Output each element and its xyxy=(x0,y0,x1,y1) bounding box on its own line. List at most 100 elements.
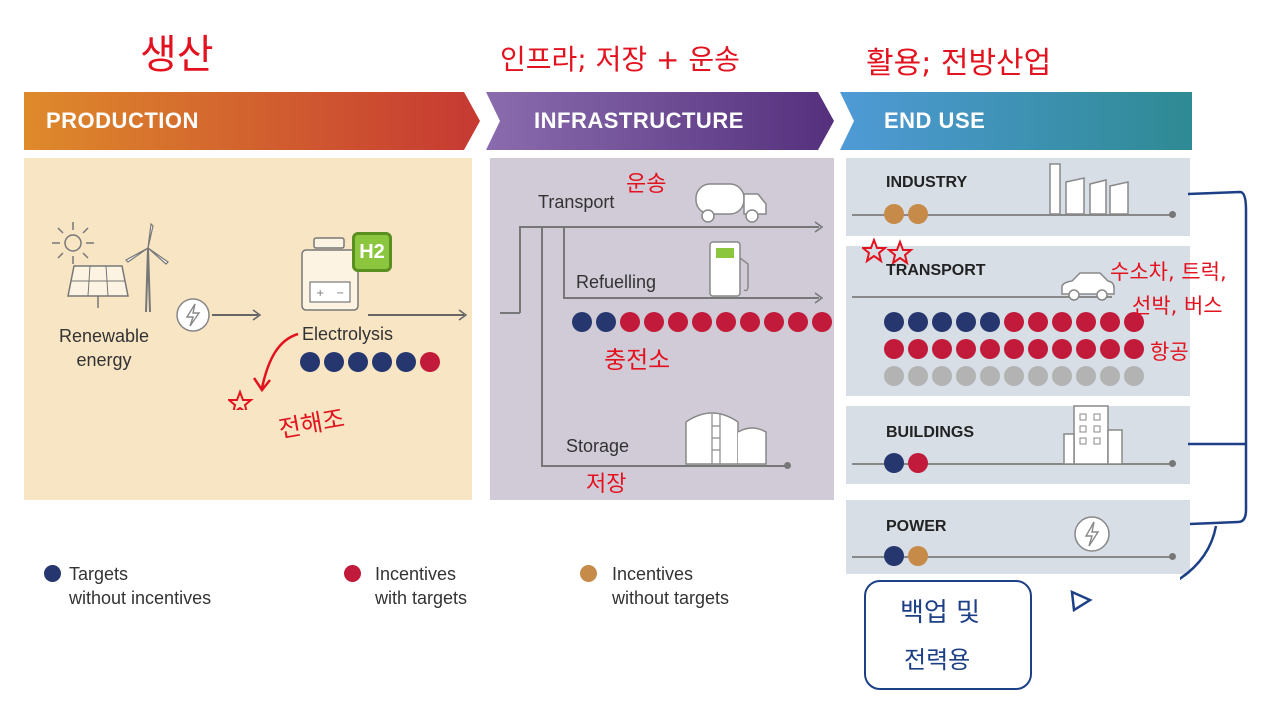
infra-storage-line xyxy=(541,465,787,467)
renewable-label-line1: Renewable xyxy=(58,326,150,346)
policy-dot-targets xyxy=(372,352,392,372)
buildings-dots xyxy=(884,453,928,473)
storage-line-end-dot xyxy=(784,462,791,469)
policy-dot-incentives-with-targets xyxy=(716,312,736,332)
arrowhead-icon xyxy=(814,221,824,233)
policy-dot-targets xyxy=(324,352,344,372)
policy-dot-targets xyxy=(884,312,904,332)
policy-dot-neutral xyxy=(956,366,976,386)
policy-dot-incentives-with-targets xyxy=(812,312,832,332)
factory-icon xyxy=(1049,163,1129,215)
legend-dot-incentives-without-targets xyxy=(580,565,597,582)
solar-panel-icon xyxy=(67,265,129,308)
policy-dot-targets xyxy=(596,312,616,332)
policy-dot-incentives-with-targets xyxy=(788,312,808,332)
h2-badge: H2 xyxy=(352,232,392,272)
policy-dot-targets xyxy=(572,312,592,332)
renewable-label-line2: energy xyxy=(76,350,132,370)
end-use-banner: END USE xyxy=(840,92,1192,150)
policy-dot-incentives-with-targets xyxy=(1124,339,1144,359)
handwritten-transport-end-note-3: 항공 xyxy=(1150,340,1189,364)
infra-vertical-line-1 xyxy=(519,226,521,313)
policy-dot-incentives-with-targets xyxy=(884,339,904,359)
policy-dot-incentives-with-targets xyxy=(1004,339,1024,359)
infra-vertical-line-3 xyxy=(563,226,565,298)
legend-iwot-line1: Incentives xyxy=(612,564,694,584)
policy-dot-targets xyxy=(932,312,952,332)
policy-dot-incentives-with-targets xyxy=(1076,312,1096,332)
infra-transport-line xyxy=(519,226,819,228)
industry-line-end-dot xyxy=(1169,211,1176,218)
policy-dot-neutral xyxy=(884,366,904,386)
power-label: POWER xyxy=(886,518,947,535)
car-icon xyxy=(1061,272,1115,301)
handwritten-bracket-note-1: 백업 및 xyxy=(900,598,981,628)
legend-text-incentives-with-targets: Incentives with targets xyxy=(375,562,575,610)
svg-text:−: − xyxy=(336,288,344,299)
policy-dot-neutral xyxy=(932,366,952,386)
policy-dot-incentives-with-targets xyxy=(956,339,976,359)
policy-dot-incentives-with-targets xyxy=(764,312,784,332)
tanker-truck-icon xyxy=(695,183,767,223)
arrowhead-icon xyxy=(814,292,824,304)
policy-dot-incentives-with-targets xyxy=(980,339,1000,359)
handwritten-refuelling-note: 충전소 xyxy=(604,346,671,374)
transport-end-label: TRANSPORT xyxy=(886,262,986,279)
buildings-label: BUILDINGS xyxy=(886,424,974,441)
policy-dot-neutral xyxy=(908,366,928,386)
handwritten-stars-icon xyxy=(862,238,914,266)
handwritten-arrowhead-icon xyxy=(1070,589,1093,613)
policy-dot-neutral xyxy=(1124,366,1144,386)
end-use-title: END USE xyxy=(884,108,986,133)
policy-dot-neutral xyxy=(1028,366,1048,386)
handwritten-transport-note: 운송 xyxy=(626,172,667,197)
industry-label: INDUSTRY xyxy=(886,174,968,191)
legend-text-incentives-without-targets: Incentives without targets xyxy=(612,562,812,610)
policy-dot-neutral xyxy=(980,366,1000,386)
renewable-energy-label: Renewable energy xyxy=(48,324,160,372)
policy-dot-incentives-without-targets xyxy=(908,546,928,566)
policy-dot-neutral xyxy=(1076,366,1096,386)
h2-badge-text: H2 xyxy=(359,241,385,263)
production-banner-arrow xyxy=(24,92,480,150)
policy-dot-incentives-with-targets xyxy=(1124,312,1144,332)
handwritten-bracket-note-2: 전력용 xyxy=(904,646,971,674)
transport-dots-row-1 xyxy=(884,312,1144,332)
policy-dot-neutral xyxy=(1100,366,1120,386)
legend-targets-line2: without incentives xyxy=(69,588,212,608)
legend-iwt-line1: Incentives xyxy=(375,564,457,584)
infra-entry-line xyxy=(500,312,520,314)
storage-tank-icon xyxy=(685,412,767,465)
legend-targets-line1: Targets xyxy=(69,564,129,584)
industry-dots xyxy=(884,204,928,224)
end-use-banner-arrow xyxy=(840,92,1192,150)
policy-dot-neutral xyxy=(1004,366,1024,386)
power-dots xyxy=(884,546,928,566)
policy-dot-targets xyxy=(396,352,416,372)
policy-dot-neutral xyxy=(1052,366,1072,386)
buildings-row xyxy=(846,406,1190,484)
transport-label: Transport xyxy=(538,192,615,212)
power-symbol-icon xyxy=(1074,516,1110,552)
handwritten-end-use-note: 활용; 전방산업 xyxy=(866,46,1052,81)
production-banner: PRODUCTION xyxy=(24,92,480,150)
policy-dot-targets xyxy=(300,352,320,372)
infra-refuelling-line xyxy=(563,297,819,299)
handwritten-infrastructure-note: 인프라; 저장 + 운송 xyxy=(500,43,740,76)
legend-dot-incentives-with-targets xyxy=(344,565,361,582)
legend-dot-targets xyxy=(44,565,61,582)
power-row xyxy=(846,500,1190,574)
policy-dot-incentives-with-targets xyxy=(1028,312,1048,332)
policy-dot-incentives-with-targets xyxy=(740,312,760,332)
policy-dot-incentives-with-targets xyxy=(692,312,712,332)
policy-dot-targets xyxy=(884,453,904,473)
legend: Targets without incentives Incentives wi… xyxy=(44,562,804,618)
production-panel xyxy=(24,158,472,500)
electrolyser-icon: + − xyxy=(301,237,359,311)
power-line-end-dot xyxy=(1169,553,1176,560)
handwritten-transport-end-note-2: 선박, 버스 xyxy=(1132,294,1223,318)
wind-turbine-icon xyxy=(125,222,169,313)
transport-end-line xyxy=(852,296,1112,298)
policy-dot-incentives-with-targets xyxy=(620,312,640,332)
production-arrow-1 xyxy=(212,314,258,316)
